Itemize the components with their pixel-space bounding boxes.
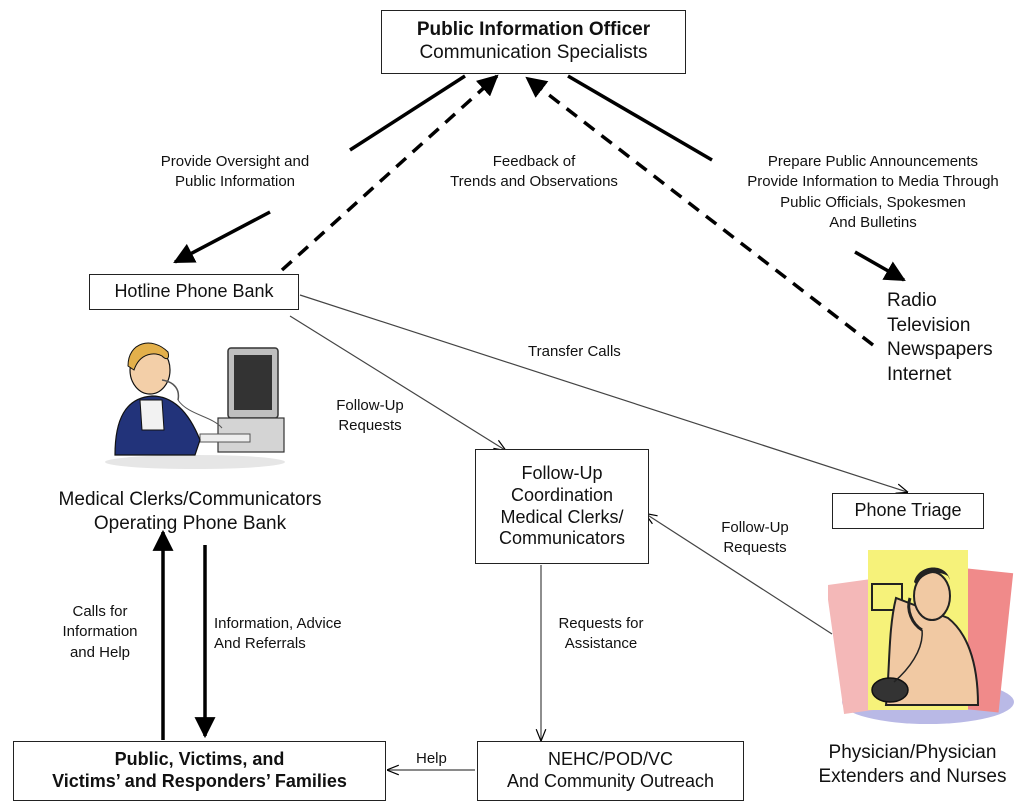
label-calls-line-3: and Help [69,643,131,661]
label-fu-right-line-1: Follow-Up [721,519,789,536]
media-list: Radio Television Newspapers Internet [887,289,993,388]
label-fu-left-line-1: Follow-Up [336,397,404,414]
media-television: Television [887,314,971,336]
public-line-2: Victims’ and Responders’ Families [52,771,347,791]
arrow-oversight-upper [349,74,466,152]
label-feedback-line-2: Trends and Observations [450,173,618,191]
followup-line-2: Coordination [510,484,614,505]
label-announcements: Prepare Public Announcements Provide Inf… [728,152,1018,233]
caption-clerks-line-2: Operating Phone Bank [93,512,287,534]
caption-physician-line-2: Extenders and Nurses [818,765,1007,787]
label-requests-assistance: Requests for Assistance [546,614,656,655]
label-fu-right-line-2: Requests [723,539,787,557]
caption-clerks-line-1: Medical Clerks/Communicators [58,489,322,510]
hotline-phone-bank-box: Hotline Phone Bank [89,274,299,310]
label-followup-requests-right: Follow-Up Requests [705,518,805,559]
followup-line-3: Medical Clerks/ [500,506,624,527]
arrow-announce-lower [854,250,906,282]
arrow-feedback [280,74,499,272]
physician-on-phone-illustration [828,550,1014,724]
arrow-followup-requests-left [289,315,505,450]
caption-physician: Physician/Physician Extenders and Nurses [805,741,1020,789]
label-help: Help [416,750,447,767]
arrow-transfer-calls [299,294,907,492]
arrow-media-feedback [525,76,875,347]
label-feedback: Feedback of Trends and Observations [424,152,644,193]
label-followup-requests-left: Follow-Up Requests [320,396,420,437]
phone-triage-label: Phone Triage [854,500,962,521]
label-transfer-calls: Transfer Calls [528,343,621,360]
media-internet: Internet [887,364,952,386]
pio-subtitle: Communication Specialists [419,42,648,63]
label-oversight-line-2: Public Information [174,173,296,191]
arrow-followup-requests-right [646,514,833,635]
followup-line-4: Communicators [498,528,626,549]
label-info-line-2: And Referrals [214,635,306,653]
nehc-line-2: And Community Outreach [506,771,715,791]
label-fu-left-line-2: Requests [338,417,402,435]
label-announce-line-4: And Bulletins [829,213,917,231]
hotline-label: Hotline Phone Bank [114,281,274,302]
media-radio: Radio [887,290,937,311]
pio-box: Public Information Officer Communication… [381,10,686,74]
arrow-oversight-lower [173,210,271,264]
followup-line-1: Follow-Up [521,463,603,484]
public-victims-families-box: Public, Victims, and Victims’ and Respon… [13,741,386,801]
label-announce-line-1: Prepare Public Announcements [767,153,979,170]
label-oversight-line-1: Provide Oversight and [160,153,310,170]
label-assist-line-1: Requests for [558,615,644,632]
label-feedback-line-1: Feedback of [492,153,576,170]
label-announce-line-2: Provide Information to Media Through [747,173,999,191]
pio-title: Public Information Officer [416,19,651,41]
label-info-line-1: Information, Advice [214,615,342,632]
label-info-referrals: Information, Advice And Referrals [214,614,342,655]
label-oversight: Provide Oversight and Public Information [145,152,325,193]
phone-triage-box: Phone Triage [832,493,984,529]
label-calls-for-help: Calls for Information and Help [50,602,150,663]
clerk-at-computer-illustration [105,342,285,469]
label-assist-line-2: Assistance [564,635,638,653]
label-calls-line-1: Calls for [72,603,128,620]
label-calls-line-2: Information [62,623,138,641]
arrow-announce-upper [567,74,713,162]
nehc-line-1: NEHC/POD/VC [547,749,673,770]
caption-clerks: Medical Clerks/Communicators Operating P… [30,488,350,536]
followup-coordination-box: Follow-Up Coordination Medical Clerks/ C… [475,449,649,564]
media-newspapers: Newspapers [887,339,993,361]
public-line-1: Public, Victims, and [114,749,285,770]
label-announce-line-3: Public Officials, Spokesmen [780,193,966,211]
nehc-outreach-box: NEHC/POD/VC And Community Outreach [477,741,744,801]
caption-physician-line-1: Physician/Physician [828,742,997,763]
